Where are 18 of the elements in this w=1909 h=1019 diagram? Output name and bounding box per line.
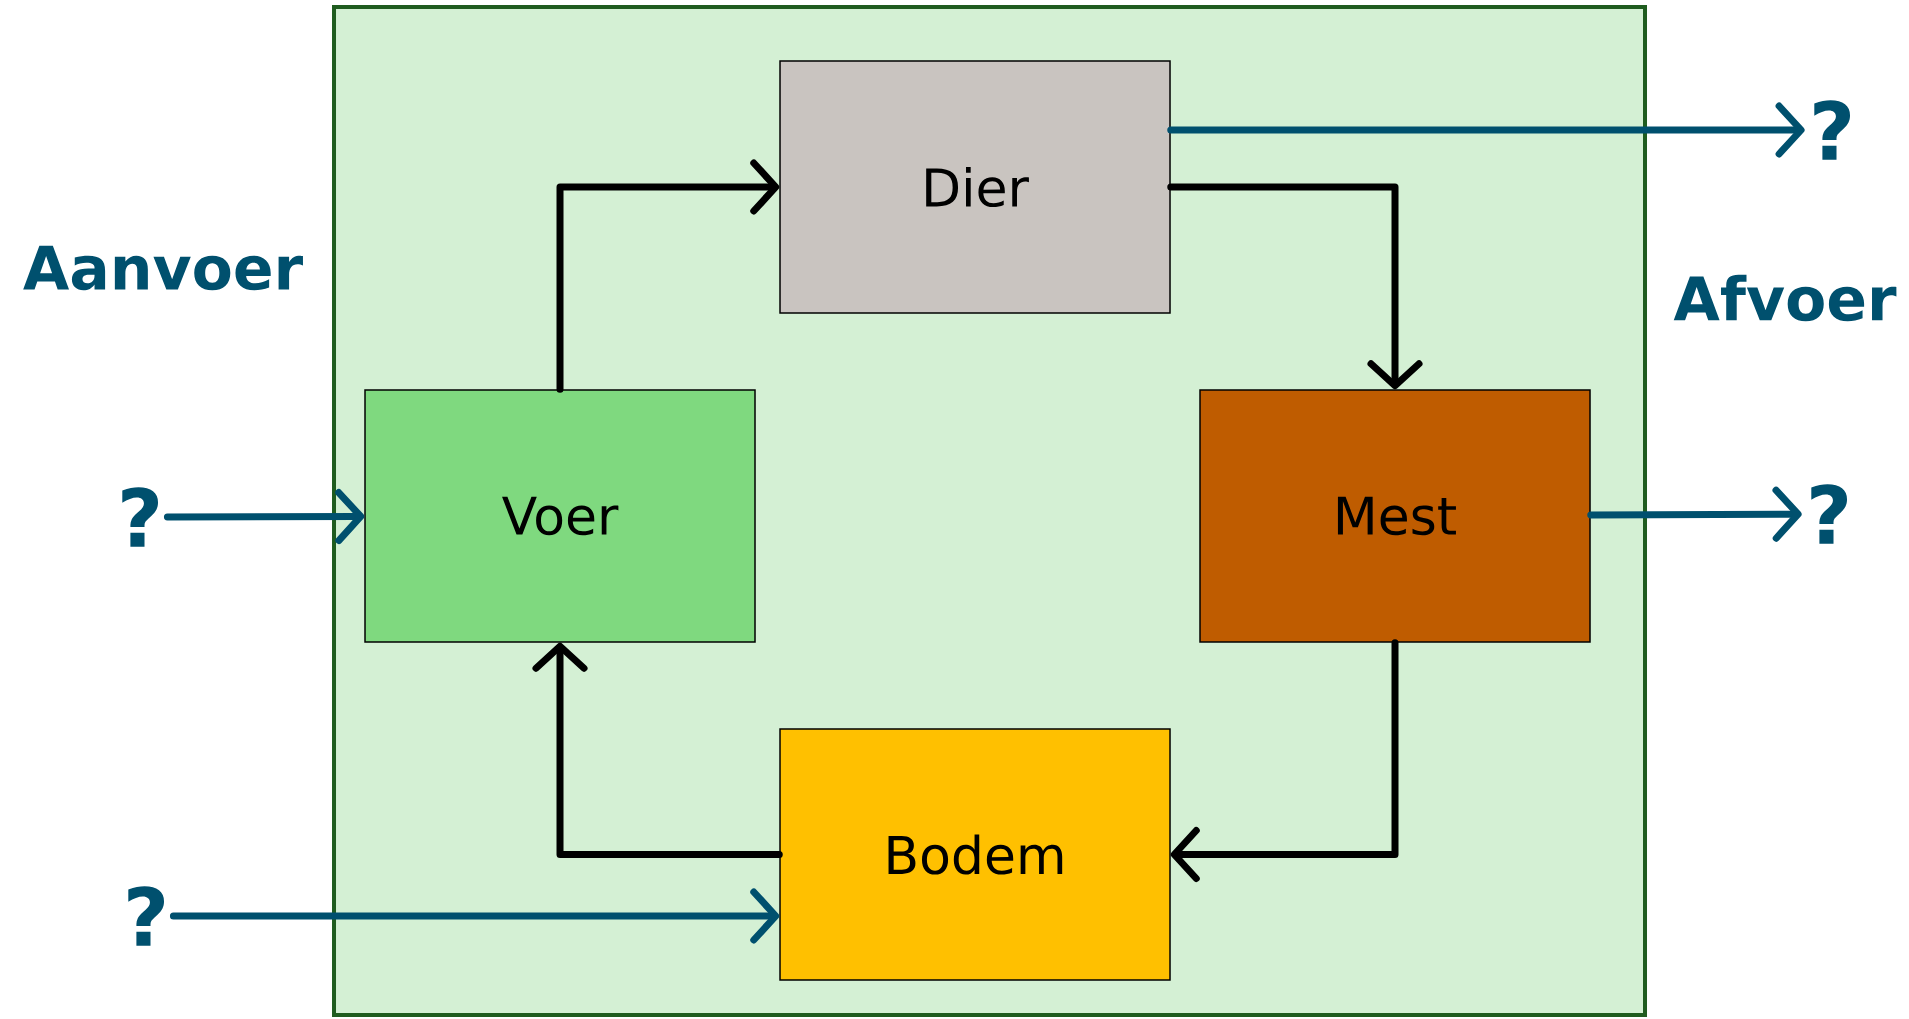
process-box: Bodem [779, 728, 1171, 981]
arrow [163, 489, 365, 544]
arrow [556, 159, 780, 393]
question-mark: ? [1811, 484, 1847, 544]
arrow [1587, 486, 1802, 542]
question-mark: ? [122, 487, 158, 547]
question-mark: ? [1814, 100, 1850, 160]
arrow [1167, 183, 1423, 390]
question-mark: ? [128, 886, 164, 946]
process-box: Mest [1199, 389, 1591, 643]
arrow [1167, 102, 1805, 158]
side-label: Aanvoer [23, 245, 303, 291]
side-label: Afvoer [1673, 274, 1897, 322]
arrow [532, 642, 783, 858]
arrow [1170, 639, 1399, 882]
arrow [169, 888, 780, 944]
process-box: Voer [364, 389, 756, 643]
process-box: Dier [779, 60, 1171, 314]
